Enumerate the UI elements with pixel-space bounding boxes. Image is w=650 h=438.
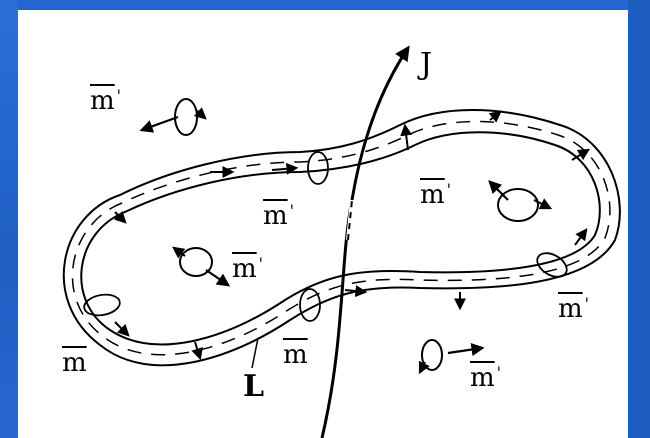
dipole-ring-bottom-right: [421, 339, 443, 371]
tube-section-ellipse: [83, 293, 121, 317]
moment-prime-label-right: m': [558, 294, 590, 324]
moment-prime-label-top-left: m': [90, 86, 122, 116]
tube-section-ellipse: [536, 252, 568, 278]
dipole-ring-upper-left: [174, 98, 198, 136]
moment-label-bottom-center: m: [283, 340, 308, 370]
loop-center-line: [71, 120, 611, 356]
loop-label-leader: [251, 337, 259, 369]
left-background-stripe: [0, 0, 18, 438]
moment-label-bottom-left: m: [62, 348, 87, 378]
dipole-ring-left-lobe: [179, 247, 213, 277]
current-label: J: [420, 47, 433, 82]
moment-prime-label-bottom-right: m': [470, 363, 502, 393]
diagram-panel: [18, 10, 628, 438]
moment-prime-label-upper-center: m': [263, 201, 295, 231]
tube-inner-contour: [80, 131, 601, 346]
right-background-band: [628, 0, 650, 438]
moment-prime-label-left-lobe: m': [232, 254, 264, 284]
tube-outer-contour: [62, 109, 621, 367]
loop-label: L: [243, 369, 265, 404]
tube-section-ellipse: [299, 288, 321, 322]
dipole-ring-right-lobe: [497, 188, 539, 222]
top-background-band: [0, 0, 650, 10]
current-J-line: [320, 45, 410, 438]
tube-section-ellipse: [307, 151, 329, 185]
moment-prime-label-right-lobe: m': [420, 180, 452, 210]
